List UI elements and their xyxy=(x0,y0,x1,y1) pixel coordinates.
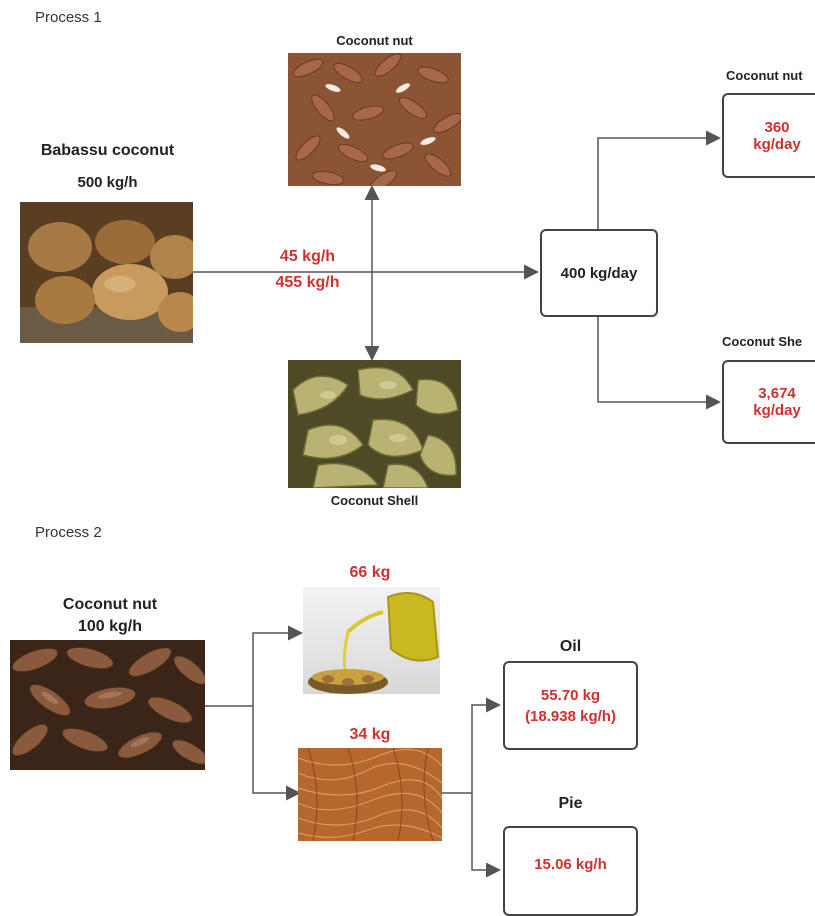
output-coconut-nut-label: Coconut nut xyxy=(726,68,803,83)
hub-value: 400 kg/day xyxy=(560,264,638,282)
fiber-quantity: 34 kg xyxy=(349,726,391,743)
oil-value: 55.70 kg xyxy=(540,686,601,704)
arrow-hub-to-shell-output xyxy=(597,316,721,410)
output-coconut-nut-box: 360 kg/day xyxy=(722,93,815,178)
arrow-to-oil-image xyxy=(252,625,303,706)
output-coconut-shell-box: 3,674 kg/day xyxy=(722,360,815,444)
arrow-to-fiber-image xyxy=(252,706,301,801)
coconut-shell-photo xyxy=(288,360,461,488)
oil-rate: (18.938 kg/h) xyxy=(525,707,616,725)
output-coconut-nut-unit: kg/day xyxy=(753,135,801,153)
arrow-to-oil-box xyxy=(471,697,501,793)
babassu-coconut-rate: 500 kg/h xyxy=(77,174,138,191)
babassu-coconut-label: Babassu coconut xyxy=(40,142,175,159)
process2-title: Process 2 xyxy=(35,524,102,541)
pie-label: Pie xyxy=(558,795,583,812)
coconut-nut-label: Coconut nut xyxy=(336,33,413,48)
coconut-shell-label: Coconut Shell xyxy=(330,493,419,508)
output-coconut-shell-unit: kg/day xyxy=(753,402,801,419)
pie-box: 15.06 kg/h xyxy=(503,826,638,916)
oil-label: Oil xyxy=(559,638,582,655)
flow-top-rate: 45 kg/h xyxy=(279,248,336,265)
oil-box: 55.70 kg (18.938 kg/h) xyxy=(503,661,638,750)
process2-source-name: Coconut nut xyxy=(62,596,158,613)
process2-source-rate: 100 kg/h xyxy=(77,618,143,635)
fiber-pie-photo xyxy=(298,748,442,841)
arrow-hub-to-nut-output xyxy=(597,130,721,230)
output-coconut-shell-label: Coconut She xyxy=(722,334,803,349)
babassu-coconut-photo xyxy=(20,202,193,343)
process1-title: Process 1 xyxy=(35,9,102,26)
arrow-to-pie-box xyxy=(471,793,501,878)
output-coconut-shell-value: 3,674 xyxy=(758,385,796,402)
coconut-nut-kernels-photo xyxy=(10,640,205,770)
coconut-nut-photo xyxy=(288,53,461,186)
pie-value: 15.06 kg/h xyxy=(534,855,607,873)
hub-box: 400 kg/day xyxy=(540,229,658,317)
oil-quantity: 66 kg xyxy=(349,564,391,581)
output-coconut-nut-value: 360 xyxy=(764,118,790,136)
flow-bottom-rate: 455 kg/h xyxy=(275,274,340,291)
oil-pouring-photo xyxy=(303,587,440,694)
